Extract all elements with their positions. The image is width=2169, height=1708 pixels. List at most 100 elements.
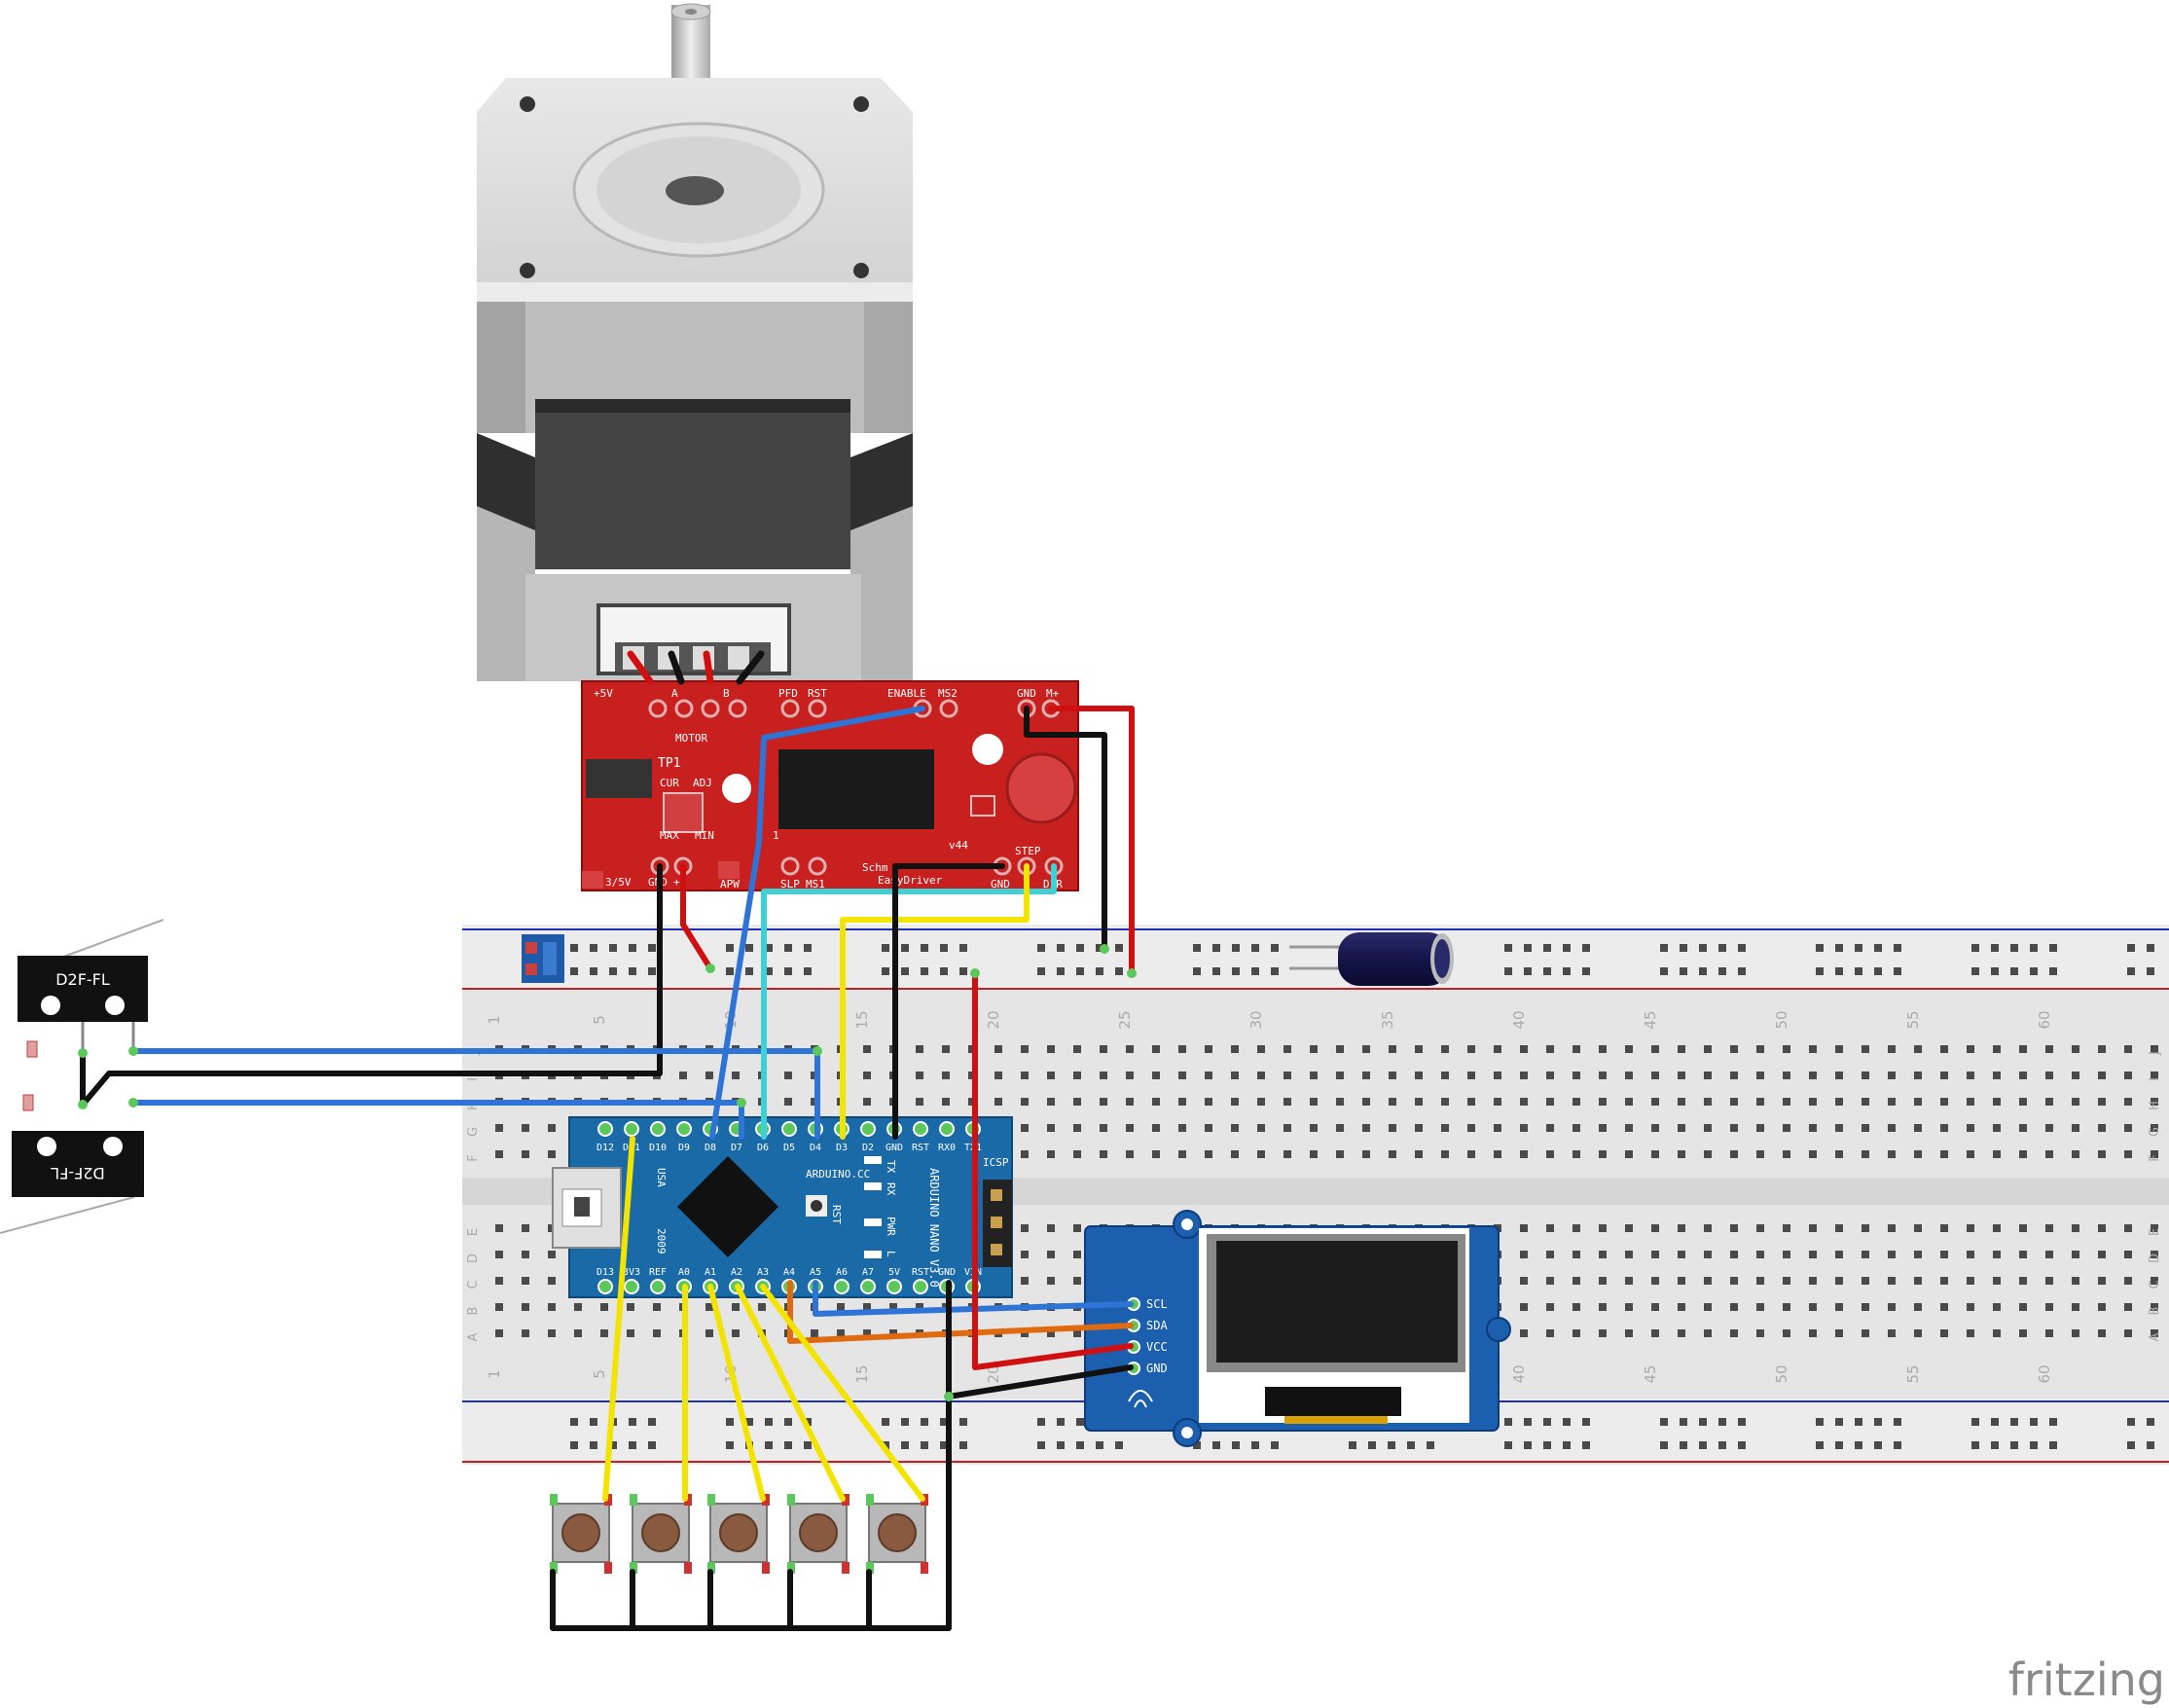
switch-top-label: D2F-FL (55, 970, 110, 989)
nano-pin-label: D13 (596, 1267, 614, 1278)
nano-site-label: ARDUINO.CC (806, 1168, 870, 1181)
driver-pin-label-gnd3: GND (991, 878, 1010, 890)
driver-pin-label-mplus: M+ (1046, 687, 1060, 700)
wire-oled-scl (813, 1280, 1134, 1317)
button-cap (799, 1513, 838, 1552)
nano-pin (860, 1121, 876, 1137)
nano-usa-label: USA (655, 1168, 668, 1187)
column-number-top: 30 (1247, 1010, 1265, 1029)
row-letter: G (2148, 1127, 2162, 1137)
nano-pin (650, 1279, 666, 1294)
push-button (707, 1494, 770, 1574)
nano-pin-label: A5 (810, 1267, 821, 1278)
nano-pin-label: RX0 (938, 1143, 956, 1153)
nano-pin-label: A0 (678, 1267, 690, 1278)
driver-min-label: MIN (695, 829, 714, 842)
driver-pin-label-plus: + (673, 876, 680, 889)
driver-pin-label-a: A (671, 687, 678, 700)
nano-pin-label: D8 (705, 1143, 716, 1153)
wire-oled-vcc (972, 970, 1134, 1370)
nano-pin-label: A3 (757, 1267, 769, 1278)
column-number-top: 45 (1642, 1010, 1659, 1029)
driver-chip (778, 749, 934, 829)
nano-rx-label: RX (885, 1182, 897, 1196)
column-number-top: 15 (853, 1010, 871, 1029)
row-letter: H (2148, 1101, 2162, 1110)
column-number-bottom: 20 (985, 1364, 1002, 1383)
nano-pin-label: RST (912, 1267, 929, 1278)
row-letter: B (2148, 1307, 2162, 1316)
wire-dir-cyan (761, 863, 1057, 1140)
driver-max-label: MAX (660, 829, 679, 842)
column-number-top: 5 (591, 1015, 608, 1025)
nano-pin-label: REF (649, 1267, 667, 1278)
wire-button-4 (735, 1284, 846, 1502)
push-button (630, 1494, 692, 1574)
oled-pin-label: GND (1146, 1362, 1168, 1375)
nano-pin (650, 1121, 666, 1137)
wire-endpoint (128, 1046, 138, 1056)
driver-pin (780, 856, 800, 876)
wire-button-3 (707, 1284, 766, 1502)
nano-pin (913, 1279, 928, 1294)
wire-endpoint (1100, 944, 1109, 954)
column-number-bottom: 50 (1773, 1364, 1790, 1383)
row-letter: F (466, 1154, 481, 1161)
nano-pin-label: D4 (810, 1143, 821, 1153)
row-letter: G (466, 1127, 481, 1137)
wire-button-5 (760, 1284, 925, 1502)
fritzing-watermark: fritzing (2008, 1653, 2165, 1706)
nano-tx-label: TX (885, 1160, 897, 1174)
wire-buttons-ground (550, 1394, 952, 1631)
switch-bottom-label: D2F-FL (51, 1164, 105, 1182)
nano-pin (624, 1279, 639, 1294)
driver-brand: Schm (862, 861, 888, 874)
driver-cur-label: CUR (660, 777, 679, 789)
column-number-top: 25 (1116, 1010, 1134, 1029)
button-cap (561, 1513, 600, 1552)
rail-holes (570, 944, 2154, 1449)
nano-pin-label: D5 (783, 1143, 795, 1153)
power-rail-top (462, 925, 2169, 991)
nano-pin-label: GND (886, 1143, 903, 1153)
driver-tp-label: TP1 (658, 756, 680, 771)
wire-driver-mplus-rail (1048, 706, 1135, 976)
nano-pin-label: D10 (649, 1143, 667, 1153)
button-cap (719, 1513, 758, 1552)
wire-button-1 (602, 1136, 635, 1502)
driver-pin-label-gnd: GND (1017, 687, 1036, 700)
column-number-top: 55 (1904, 1010, 1922, 1029)
row-letter: I (2148, 1077, 2162, 1081)
nano-pin-label: RST (912, 1143, 929, 1153)
driver-pin-label-rst: RST (808, 687, 827, 700)
row-letter: E (2148, 1228, 2162, 1236)
driver-name: EasyDriver (878, 874, 943, 887)
driver-pin (674, 699, 694, 718)
nano-pin (939, 1121, 955, 1137)
row-letter: A (466, 1332, 481, 1341)
oled-pin-label: SCL (1146, 1297, 1168, 1311)
electrolytic-capacitor (1289, 932, 1454, 986)
row-letter: E (466, 1228, 481, 1236)
push-buttons (550, 1494, 928, 1574)
row-letter: D (2148, 1254, 2162, 1263)
wire-step-yellow (840, 863, 1030, 1140)
nano-pin (624, 1121, 639, 1137)
oled-pin-label: SDA (1146, 1319, 1168, 1332)
column-number-bottom: 1 (486, 1369, 503, 1379)
column-number-bottom: 55 (1904, 1364, 1922, 1383)
nano-pin-label: A7 (862, 1267, 874, 1278)
nano-year-label: 2009 (655, 1228, 668, 1254)
push-button (550, 1494, 612, 1574)
row-letter: J (2148, 1051, 2162, 1056)
nano-l-label: L (885, 1251, 897, 1257)
nano-pin-label: D3 (836, 1143, 848, 1153)
wire-endpoint (78, 1100, 88, 1109)
nano-pin-label: D2 (862, 1143, 874, 1153)
column-number-bottom: 45 (1642, 1364, 1659, 1383)
row-letter: I (466, 1077, 481, 1081)
wire-motor-red-1 (627, 650, 654, 685)
wire-driver-gnd-switch (80, 863, 663, 1108)
column-number-top: 1 (486, 1015, 503, 1025)
